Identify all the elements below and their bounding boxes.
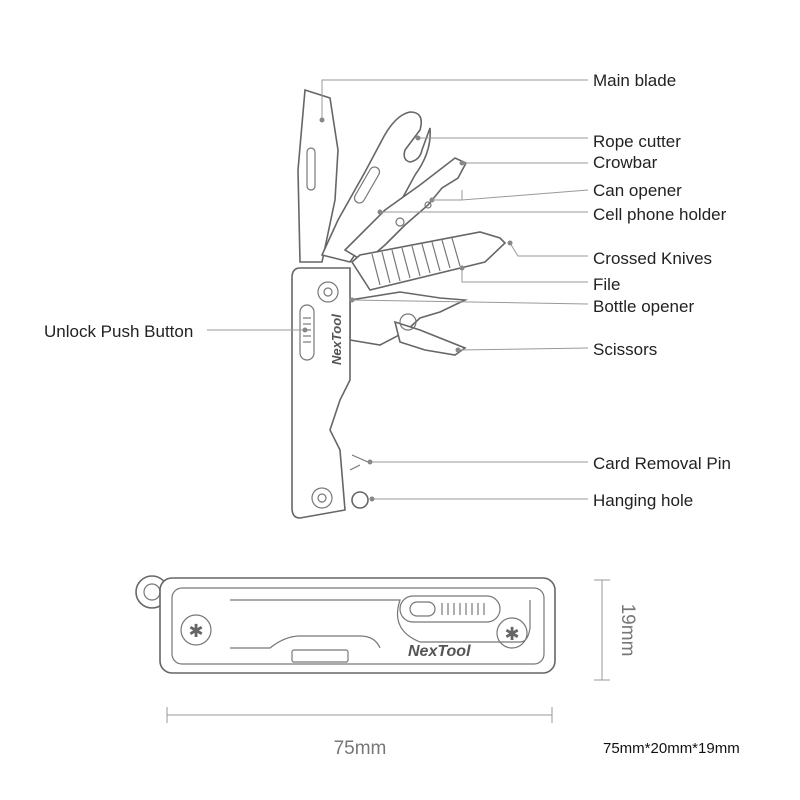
label-unlock-push-button: Unlock Push Button [44,322,193,341]
part-labels: Main blade Rope cutter Crowbar Can opene… [44,71,731,510]
closed-brand: NexTool [408,643,471,660]
unlock-button-ridges [303,317,311,343]
rope-cutter-shape [320,111,432,263]
handle-body [291,267,351,519]
crowbar-hole [424,201,432,209]
hanging-hole-ring [351,491,369,509]
can-opener-hole [395,217,405,227]
label-card-removal-pin: Card Removal Pin [593,454,731,473]
scissors-pivot [399,313,417,331]
file-shape [350,231,507,291]
closed-tool-illustration: ✱ ✱ NexTool [135,575,556,674]
closed-left-screw-star: ✱ [188,621,203,642]
dimension-length-text: 75mm [334,738,387,759]
top-screw-inner [323,287,333,297]
label-can-opener: Can opener [593,181,682,200]
label-scissors: Scissors [593,340,657,359]
label-rope-cutter: Rope cutter [593,132,681,151]
bottle-opener-shape [349,291,469,346]
handle-brand: NexTool [329,314,344,365]
closed-slider-ridges [441,603,485,615]
file-grooves [371,237,461,286]
closed-lower-slot [291,649,349,663]
card-removal-pin-shape [349,454,369,471]
closed-left-screw [180,614,212,646]
dimension-spec-text: 75mm*20mm*19mm [603,740,740,757]
closed-right-screw [496,617,528,649]
closed-body-inner [171,587,545,665]
closed-body-outer [159,577,556,674]
label-main-blade: Main blade [593,71,676,90]
rope-cutter-slot [353,166,381,204]
closed-body-contour [230,599,531,649]
label-bottle-opener: Bottle opener [593,297,694,316]
label-crowbar: Crowbar [593,153,658,172]
crowbar-shape [343,157,468,263]
label-crossed-knives: Crossed Knives [593,249,712,268]
closed-slider [399,595,501,623]
leader-lines [207,79,589,502]
open-tool-illustration: NexTool [291,88,507,519]
closed-slider-knob [409,601,436,617]
main-blade-slot [306,147,316,191]
scissors-shape [393,320,467,356]
label-file: File [593,275,620,294]
dimension-width: 75mm [166,707,553,759]
unlock-button-slot [299,304,315,361]
bottom-screw-inner [317,493,327,503]
closed-right-screw-star: ✱ [504,624,519,645]
main-blade-shape [297,88,339,263]
top-screw [317,281,339,303]
dimension-height: 19mm [594,579,638,681]
label-cell-phone-holder: Cell phone holder [593,205,727,224]
label-hanging-hole: Hanging hole [593,491,693,510]
dimension-height-text: 19mm [617,604,638,657]
bottom-screw [311,487,333,509]
